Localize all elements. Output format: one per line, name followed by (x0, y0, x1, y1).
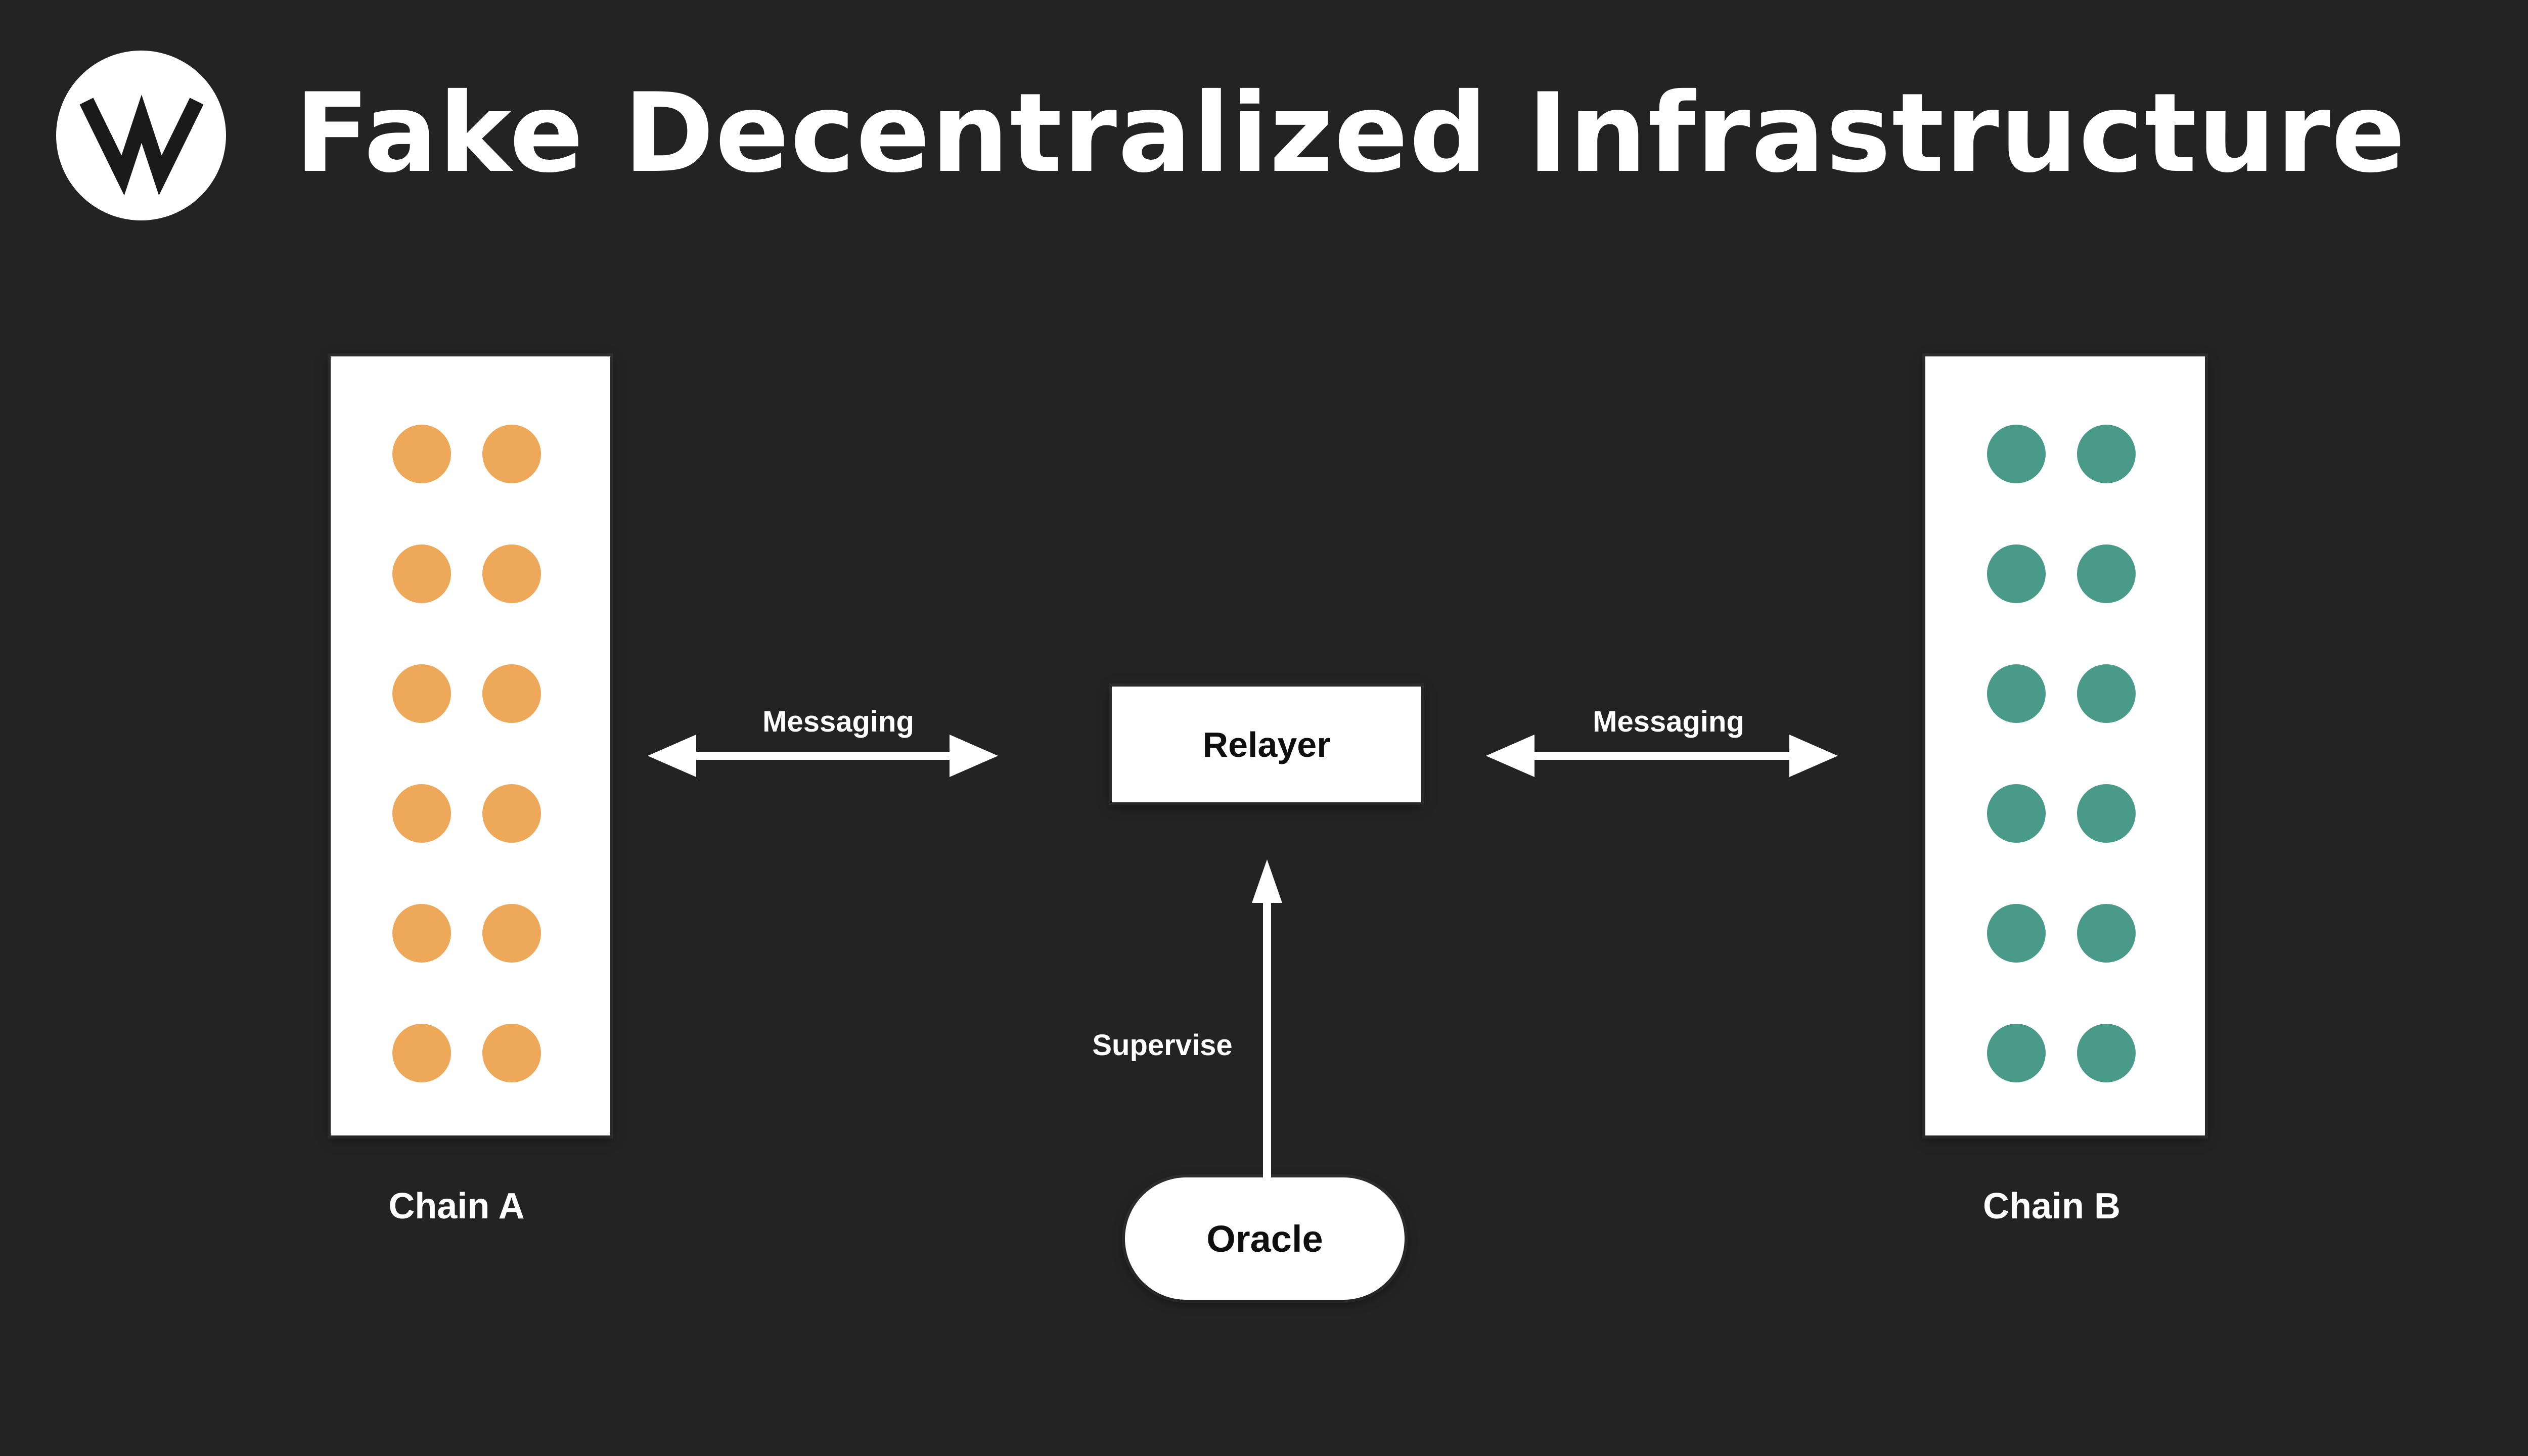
chain-b-validator-dot (2077, 1024, 2136, 1082)
chain-b-node (1925, 356, 2205, 1135)
chain-b-validator-dot (2077, 904, 2136, 963)
chain-b-validator-dot (2077, 544, 2136, 603)
chain-b-label: Chain B (1982, 1186, 2120, 1226)
chain-a-validator-dot (392, 664, 451, 723)
chain-b-validator-dot (2077, 784, 2136, 843)
chain-b-validator-grid (1987, 425, 2136, 1082)
supervise-arrow (1252, 859, 1282, 1177)
chain-b-validator-dot (1987, 1024, 2046, 1082)
page-title: Fake Decentralized Infrastructure (295, 70, 2407, 197)
chain-a-validator-dot (482, 784, 541, 843)
chain-a-label: Chain A (388, 1186, 525, 1226)
oracle-node: Oracle (1125, 1177, 1405, 1300)
chain-b-validator-dot (1987, 664, 2046, 723)
chain-a-node (331, 356, 610, 1135)
chain-a-validator-dot (482, 1024, 541, 1082)
chain-a-validator-dot (482, 425, 541, 483)
chain-a-validator-dot (482, 904, 541, 963)
chain-b-validator-dot (1987, 784, 2046, 843)
chain-a-validator-dot (392, 1024, 451, 1082)
chain-a-validator-dot (392, 904, 451, 963)
chain-b-validator-dot (1987, 425, 2046, 483)
messaging-left-arrow (648, 735, 998, 777)
chain-a-validator-dot (392, 784, 451, 843)
messaging-left-label: Messaging (762, 705, 914, 738)
messaging-right-label: Messaging (1593, 705, 1744, 738)
chain-b-validator-dot (2077, 425, 2136, 483)
oracle-label: Oracle (1206, 1217, 1323, 1260)
chain-a-validator-dot (482, 664, 541, 723)
w-logo-icon (56, 51, 226, 220)
chain-b-validator-dot (1987, 544, 2046, 603)
messaging-right-arrow (1486, 735, 1838, 777)
chain-a-validator-grid (392, 425, 541, 1082)
supervise-label: Supervise (1092, 1029, 1233, 1062)
relayer-label: Relayer (1202, 724, 1331, 764)
chain-b-validator-dot (1987, 904, 2046, 963)
chain-b-validator-dot (2077, 664, 2136, 723)
chain-a-validator-dot (392, 544, 451, 603)
brand-logo (56, 51, 226, 220)
chain-a-validator-dot (482, 544, 541, 603)
chain-a-validator-dot (392, 425, 451, 483)
relayer-node: Relayer (1112, 687, 1421, 802)
